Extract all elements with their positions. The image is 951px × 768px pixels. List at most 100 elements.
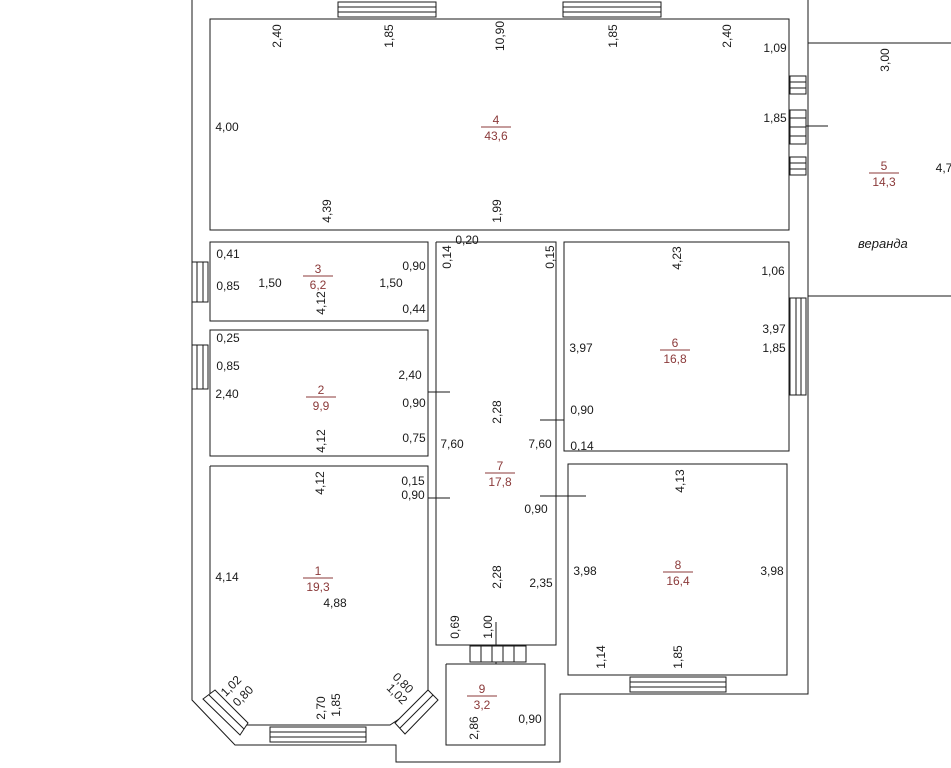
dimension-hall-235: 2,35 (529, 576, 553, 590)
room-area: 3,2 (474, 698, 491, 712)
dimension-r3-085: 0,85 (216, 279, 240, 293)
room-number: 5 (881, 159, 888, 173)
dimension-hall-015: 0,15 (543, 245, 557, 269)
room-3-outline (210, 242, 428, 321)
dimension-r3-044: 0,44 (402, 302, 426, 316)
window-right-room-6 (790, 298, 806, 395)
dimension-hall-760b: 7,60 (528, 437, 552, 451)
room-area: 16,8 (663, 352, 687, 366)
dimension-r3-090: 0,90 (402, 259, 426, 273)
room-8-outline (568, 464, 787, 675)
window-bottom-room-1 (270, 727, 366, 742)
room-6-label: 616,8 (660, 336, 690, 366)
room-area: 14,3 (872, 175, 896, 189)
dimension-r4-left: 4,00 (215, 120, 239, 134)
room-3-label: 36,2 (303, 262, 333, 292)
window-diagonal-left (203, 690, 248, 735)
dimension-r9-286: 2,86 (467, 716, 481, 740)
window-right-room-4-c (790, 157, 806, 175)
dimension-hall-069: 0,69 (448, 615, 462, 639)
room-number: 4 (493, 113, 500, 127)
dimension-r6-397b: 3,97 (762, 322, 786, 336)
room-4-outline (210, 19, 789, 230)
room-7-label: 717,8 (485, 459, 515, 489)
room-1-label: 119,3 (303, 564, 333, 594)
dimension-hall-228b: 2,28 (490, 565, 504, 589)
dimension-r2-240a: 2,40 (215, 387, 239, 401)
room-area: 6,2 (310, 278, 327, 292)
dimension-r6-106: 1,06 (761, 264, 785, 278)
dimension-r2-075: 0,75 (402, 431, 426, 445)
room-number: 1 (315, 564, 322, 578)
room-2-label: 29,9 (306, 383, 336, 413)
dimension-r6-397a: 3,97 (569, 341, 593, 355)
room-9-label: 93,2 (467, 682, 497, 712)
dimension-r4-right-win: 1,85 (763, 111, 787, 125)
dimension-r8-398b: 3,98 (760, 564, 784, 578)
dimension-hall-014b: 0,14 (570, 439, 594, 453)
dimension-r3-150a: 1,50 (258, 276, 282, 290)
room-number: 6 (672, 336, 679, 350)
room-5-label: 514,3 (869, 159, 899, 189)
room-area: 43,6 (484, 129, 508, 143)
dimension-r1-185: 1,85 (329, 693, 343, 717)
dimension-r4-bot-a: 4,39 (320, 199, 334, 223)
window-right-room-4-b (790, 110, 806, 144)
dimension-hall-760a: 7,60 (440, 437, 464, 451)
dimension-r1-015: 0,15 (401, 474, 425, 488)
dimension-hall-014a: 0,14 (440, 245, 454, 269)
dimension-hall-228a: 2,28 (490, 400, 504, 424)
dimension-r6-423: 4,23 (670, 246, 684, 270)
dimension-r2-412: 4,12 (314, 429, 328, 453)
dimension-r6-185: 1,85 (762, 341, 786, 355)
dimension-r9-090: 0,90 (518, 712, 542, 726)
dimension-r1-090: 0,90 (401, 488, 425, 502)
window-diagonal-right (395, 690, 438, 734)
dimension-r1-488: 4,88 (323, 596, 347, 610)
dimension-r2-240b: 2,40 (398, 368, 422, 382)
window-left-room-3 (192, 262, 208, 302)
window-left-room-2 (192, 345, 208, 389)
dimension-r4-top-e: 2,40 (720, 24, 734, 48)
room-number: 3 (315, 262, 322, 276)
room-7-outline (436, 242, 556, 645)
dimension-veranda-right: 4,7 (936, 161, 951, 175)
dimension-r2-025: 0,25 (216, 331, 240, 345)
dimension-r1-414: 4,14 (215, 570, 239, 584)
dimension-r8-413: 4,13 (673, 469, 687, 493)
dimension-r8-185: 1,85 (671, 645, 685, 669)
door-entrance (470, 646, 526, 662)
dimension-hall-100: 1,00 (481, 615, 495, 639)
windows (192, 2, 806, 742)
window-right-room-4-a (790, 76, 806, 94)
veranda-label: веранда (858, 236, 908, 251)
room-number: 9 (479, 682, 486, 696)
room-area: 9,9 (313, 399, 330, 413)
dimension-r2-090: 0,90 (402, 396, 426, 410)
dimension-hall-090b: 0,90 (524, 502, 548, 516)
room-number: 8 (675, 558, 682, 572)
dimension-r3-150b: 1,50 (379, 276, 403, 290)
room-labels: 443,636,229,9119,3717,8616,8816,493,2514… (303, 113, 899, 712)
window-bottom-room-8 (630, 677, 726, 692)
dimension-r4-top-c: 10,90 (493, 21, 507, 51)
room-8-label: 816,4 (663, 558, 693, 588)
dimension-hall-020: 0,20 (455, 233, 479, 247)
window-top-right (563, 2, 661, 17)
walls (192, 0, 951, 762)
exterior-wall-outer (192, 0, 808, 762)
dimension-r2-085: 0,85 (216, 359, 240, 373)
dimension-r3-041: 0,41 (216, 247, 240, 261)
room-6-outline (564, 242, 789, 451)
dimension-r4-top-b: 1,85 (382, 24, 396, 48)
dimension-r1-412: 4,12 (313, 471, 327, 495)
room-area: 17,8 (488, 475, 512, 489)
room-9-outline (446, 664, 545, 745)
dimension-r4-top-a: 2,40 (270, 24, 284, 48)
room-number: 2 (318, 383, 325, 397)
dimension-r8-398a: 3,98 (573, 564, 597, 578)
room-number: 7 (497, 459, 504, 473)
room-area: 16,4 (666, 574, 690, 588)
